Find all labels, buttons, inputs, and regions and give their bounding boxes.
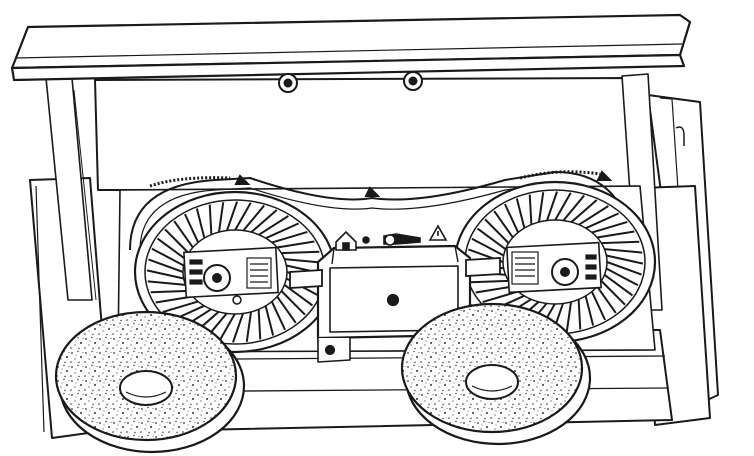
fan-blade: [264, 305, 275, 336]
fan-blade: [590, 290, 606, 321]
fan-blade: [164, 228, 190, 254]
left-filter: [54, 310, 246, 454]
fan-blade: [270, 300, 286, 331]
left-fan: [133, 190, 337, 354]
fan-blade: [604, 248, 643, 254]
fan-blade: [606, 261, 642, 276]
blower-track: [129, 170, 633, 251]
right-filter: [400, 302, 592, 446]
fan-blade: [151, 247, 185, 267]
dot-icon: [362, 236, 370, 244]
control-box: [316, 244, 472, 363]
fan-blade: [281, 250, 320, 255]
fan-blade: [245, 311, 253, 342]
fan-blade: [601, 240, 640, 245]
fan-blade: [585, 212, 620, 230]
fan-blade: [600, 280, 626, 306]
fan-blade: [515, 198, 526, 229]
fan-blade: [234, 202, 252, 231]
fan-blade: [276, 240, 315, 249]
fan-blade: [554, 192, 572, 221]
fan-blade: [156, 237, 187, 260]
fan-blade: [265, 222, 300, 240]
fan-blade: [596, 285, 617, 314]
fan-blade: [284, 258, 323, 264]
house-icon: [335, 230, 357, 251]
fan-blade: [475, 285, 514, 294]
fan-blade: [146, 269, 184, 280]
fan-blade: [578, 205, 609, 226]
fan-blade: [232, 312, 245, 343]
fan-blade: [257, 309, 262, 340]
fan-blade: [150, 289, 189, 294]
fan-blade: [162, 300, 199, 314]
fan-blade: [482, 290, 519, 304]
screw-icon: [278, 71, 423, 93]
fan-blade: [596, 230, 635, 239]
symbols: [335, 224, 448, 251]
fan-blade: [276, 295, 297, 324]
fan-blade: [208, 204, 213, 235]
fan-blade: [537, 192, 545, 223]
fan-blade: [470, 279, 509, 284]
fan-blade: [562, 194, 585, 222]
fan-blade: [591, 220, 628, 234]
fan-blade: [606, 254, 644, 265]
fan-blade: [476, 227, 507, 250]
fan-blade: [584, 295, 595, 326]
fan-blade: [217, 202, 225, 233]
fan-blade: [605, 267, 639, 287]
connector-strips: [289, 257, 501, 289]
fan-blade: [577, 299, 582, 330]
fan-blade: [250, 209, 278, 234]
fan-blade: [258, 215, 289, 236]
fan-blade: [570, 199, 598, 224]
fan-blade: [271, 230, 308, 244]
fan-blade: [218, 313, 236, 342]
fan-blade: [184, 213, 200, 244]
fan-blade: [173, 220, 194, 249]
fan-blade: [280, 290, 306, 316]
fan-blade: [528, 194, 533, 225]
fan-blade: [504, 203, 520, 234]
fan-blade: [195, 208, 206, 239]
fan-blade: [225, 201, 238, 232]
fan-blade: [484, 218, 510, 244]
fan-blade: [242, 204, 265, 232]
fan-blade: [148, 258, 184, 273]
fan-blade: [147, 280, 186, 286]
top-panel-plate: [10, 13, 692, 82]
fan-blade: [565, 301, 573, 332]
fan-blade: [603, 274, 634, 297]
fan-blade: [545, 191, 558, 222]
fan-blade: [471, 237, 505, 257]
fan-blade: [493, 210, 514, 239]
